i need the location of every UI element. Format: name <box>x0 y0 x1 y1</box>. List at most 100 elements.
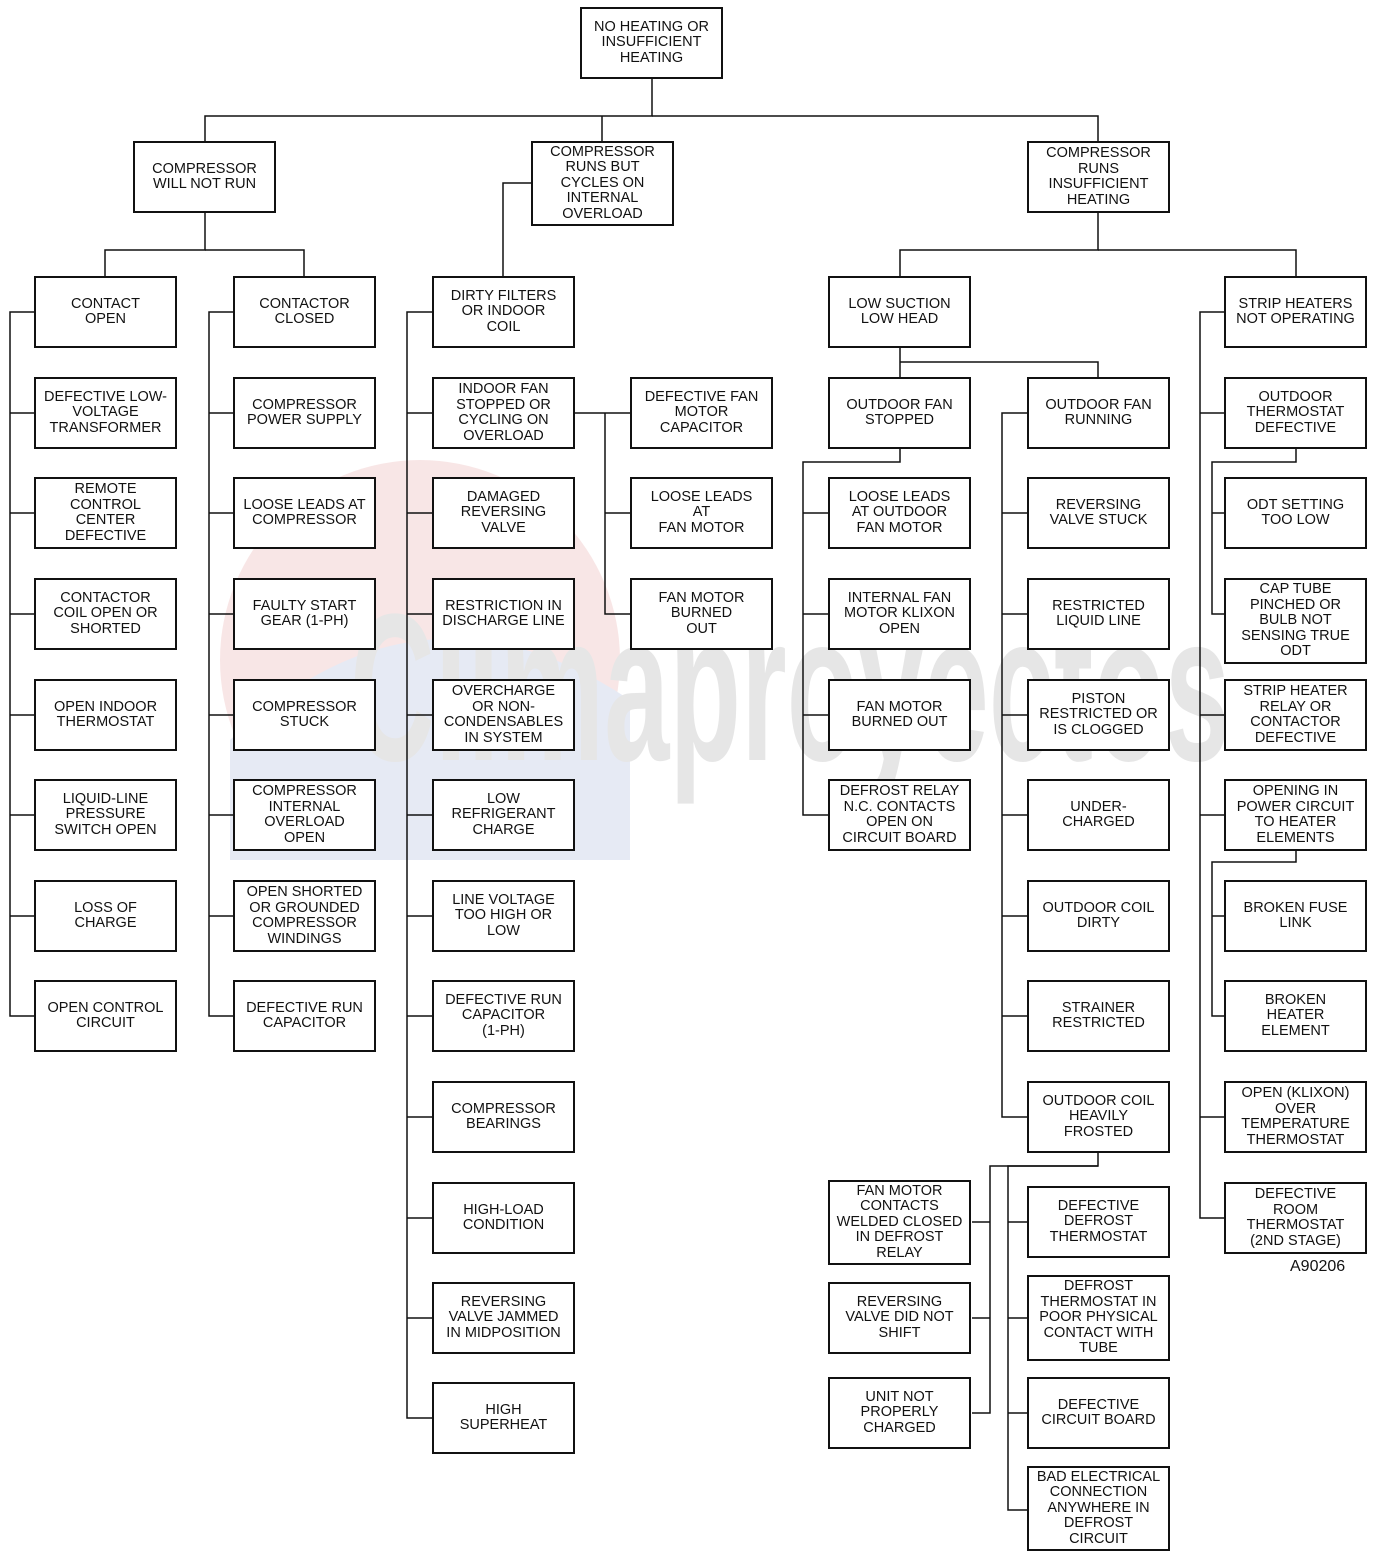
flowchart-box-j3: BAD ELECTRICAL CONNECTION ANYWHERE IN DE… <box>1027 1466 1170 1551</box>
flowchart-box-label: COMPRESSOR WILL NOT RUN <box>152 160 257 192</box>
flowchart-box-label: DEFECTIVE CIRCUIT BOARD <box>1041 1396 1156 1428</box>
flowchart-box-k3: OPENING IN POWER CIRCUIT TO HEATER ELEME… <box>1224 779 1367 851</box>
flowchart-box-label: NO HEATING OR INSUFFICIENT HEATING <box>594 18 709 66</box>
flowchart-box-label: LOOSE LEADS AT FAN MOTOR <box>650 488 753 536</box>
flowchart-box-d4: OVERCHARGE OR NON- CONDENSABLES IN SYSTE… <box>432 679 575 751</box>
flowchart-box-label: LINE VOLTAGE TOO HIGH OR LOW <box>452 891 555 939</box>
flowchart-box-d6: LINE VOLTAGE TOO HIGH OR LOW <box>432 880 575 952</box>
flowchart-box-label: UNIT NOT PROPERLY CHARGED <box>860 1388 939 1436</box>
flowchart-box-label: OVERCHARGE OR NON- CONDENSABLES IN SYSTE… <box>443 683 564 746</box>
flowchart-box-h0: OUTDOOR FAN RUNNING <box>1027 377 1170 449</box>
flowchart-box-label: CONTACTOR COIL OPEN OR SHORTED <box>53 589 158 637</box>
flowchart-box-label: DIRTY FILTERS OR INDOOR COIL <box>450 287 557 335</box>
flowchart-box-h1: REVERSING VALVE STUCK <box>1027 477 1170 549</box>
flowchart-box-h7: OUTDOOR COIL HEAVILY FROSTED <box>1027 1081 1170 1153</box>
flowchart-box-i2: UNIT NOT PROPERLY CHARGED <box>828 1377 971 1449</box>
flowchart-box-root: NO HEATING OR INSUFFICIENT HEATING <box>580 7 723 79</box>
flowchart-box-h4: UNDER- CHARGED <box>1027 779 1170 851</box>
flowchart-box-a2: REMOTE CONTROL CENTER DEFECTIVE <box>34 477 177 549</box>
flowchart-box-label: LIQUID-LINE PRESSURE SWITCH OPEN <box>54 790 157 838</box>
flowchart-box-n1: BROKEN HEATER ELEMENT <box>1224 980 1367 1052</box>
flowchart-box-b2: LOOSE LEADS AT COMPRESSOR <box>233 477 376 549</box>
flowchart-box-label: BROKEN FUSE LINK <box>1243 899 1348 931</box>
flowchart-box-label: OUTDOOR THERMOSTAT DEFECTIVE <box>1246 388 1345 436</box>
flowchart-box-label: OPEN (KLIXON) OVER TEMPERATURE THERMOSTA… <box>1241 1085 1350 1148</box>
flowchart-box-a1: DEFECTIVE LOW- VOLTAGE TRANSFORMER <box>34 377 177 449</box>
flowchart-box-label: COMPRESSOR POWER SUPPLY <box>247 396 362 428</box>
flowchart-box-a3: CONTACTOR COIL OPEN OR SHORTED <box>34 578 177 650</box>
flowchart-box-d1: INDOOR FAN STOPPED OR CYCLING ON OVERLOA… <box>432 377 575 449</box>
flowchart-box-a6: LOSS OF CHARGE <box>34 880 177 952</box>
flowchart-box-label: LOW SUCTION LOW HEAD <box>848 295 951 327</box>
flowchart-box-label: DEFECTIVE LOW- VOLTAGE TRANSFORMER <box>44 388 167 436</box>
flowchart-box-c2: COMPRESSOR RUNS BUT CYCLES ON INTERNAL O… <box>531 141 674 226</box>
flowchart-box-label: DEFECTIVE RUN CAPACITOR <box>246 999 363 1031</box>
flowchart-box-label: ODT SETTING TOO LOW <box>1246 496 1345 528</box>
flowchart-box-label: OPEN INDOOR THERMOSTAT <box>53 698 158 730</box>
flowchart-box-label: COMPRESSOR RUNS BUT CYCLES ON INTERNAL O… <box>550 143 655 222</box>
flowchart-box-label: OUTDOOR FAN RUNNING <box>1045 396 1152 428</box>
flowchart-box-i1: REVERSING VALVE DID NOT SHIFT <box>828 1282 971 1354</box>
flowchart-box-label: DEFECTIVE DEFROST THERMOSTAT <box>1049 1197 1148 1245</box>
flowchart-box-label: LOOSE LEADS AT OUTDOOR FAN MOTOR <box>848 488 951 536</box>
flowchart-box-label: INTERNAL FAN MOTOR KLIXON OPEN <box>844 589 955 637</box>
flowchart-box-e1: LOOSE LEADS AT FAN MOTOR <box>630 477 773 549</box>
flowchart-box-label: BAD ELECTRICAL CONNECTION ANYWHERE IN DE… <box>1036 1468 1161 1547</box>
flowchart-box-d7: DEFECTIVE RUN CAPACITOR (1-PH) <box>432 980 575 1052</box>
flowchart-box-b3: FAULTY START GEAR (1-PH) <box>233 578 376 650</box>
flowchart-box-k4: OPEN (KLIXON) OVER TEMPERATURE THERMOSTA… <box>1224 1081 1367 1153</box>
flowchart-box-label: FAN MOTOR BURNED OUT <box>658 589 745 637</box>
flowchart-box-d0: DIRTY FILTERS OR INDOOR COIL <box>432 276 575 348</box>
flowchart-box-label: LOOSE LEADS AT COMPRESSOR <box>243 496 366 528</box>
flowchart-box-label: COMPRESSOR BEARINGS <box>451 1100 556 1132</box>
flowchart-box-label: RESTRICTION IN DISCHARGE LINE <box>442 597 565 629</box>
flowchart-box-d8: COMPRESSOR BEARINGS <box>432 1081 575 1153</box>
flowchart-box-j0: DEFECTIVE DEFROST THERMOSTAT <box>1027 1186 1170 1258</box>
flowchart-box-label: COMPRESSOR RUNS INSUFFICIENT HEATING <box>1046 145 1151 208</box>
flowchart-box-a7: OPEN CONTROL CIRCUIT <box>34 980 177 1052</box>
flowchart-box-label: PISTON RESTRICTED OR IS CLOGGED <box>1039 690 1158 738</box>
flowchart-box-label: OPENING IN POWER CIRCUIT TO HEATER ELEME… <box>1236 783 1355 846</box>
flowchart-box-h5: OUTDOOR COIL DIRTY <box>1027 880 1170 952</box>
flowchart-box-h3: PISTON RESTRICTED OR IS CLOGGED <box>1027 679 1170 751</box>
flowchart-box-label: DEFECTIVE ROOM THERMOSTAT (2ND STAGE) <box>1246 1186 1345 1249</box>
flowchart-box-h2: RESTRICTED LIQUID LINE <box>1027 578 1170 650</box>
flowchart-box-a0: CONTACT OPEN <box>34 276 177 348</box>
flowchart-box-label: REVERSING VALVE DID NOT SHIFT <box>845 1293 954 1341</box>
flowchart-box-d3: RESTRICTION IN DISCHARGE LINE <box>432 578 575 650</box>
flowchart-box-label: OUTDOOR COIL DIRTY <box>1042 899 1155 931</box>
flowchart-box-a5: LIQUID-LINE PRESSURE SWITCH OPEN <box>34 779 177 851</box>
flowchart-box-d9: HIGH-LOAD CONDITION <box>432 1182 575 1254</box>
flowchart-box-label: DEFROST THERMOSTAT IN POOR PHYSICAL CONT… <box>1039 1278 1158 1357</box>
flowchart-box-label: DAMAGED REVERSING VALVE <box>460 488 547 536</box>
flowchart-box-label: OUTDOOR COIL HEAVILY FROSTED <box>1042 1092 1155 1140</box>
flowchart-box-e2: FAN MOTOR BURNED OUT <box>630 578 773 650</box>
flowchart-box-label: FAN MOTOR BURNED OUT <box>851 698 948 730</box>
flowchart-box-label: DEFECTIVE RUN CAPACITOR (1-PH) <box>445 991 562 1039</box>
flowchart-box-g1: LOOSE LEADS AT OUTDOOR FAN MOTOR <box>828 477 971 549</box>
flowchart-box-j2: DEFECTIVE CIRCUIT BOARD <box>1027 1377 1170 1449</box>
flowchart-box-label: BROKEN HEATER ELEMENT <box>1261 991 1330 1039</box>
flowchart-box-j1: DEFROST THERMOSTAT IN POOR PHYSICAL CONT… <box>1027 1275 1170 1361</box>
flowchart-box-d5: LOW REFRIGERANT CHARGE <box>432 779 575 851</box>
flowchart-box-b5: COMPRESSOR INTERNAL OVERLOAD OPEN <box>233 779 376 851</box>
flowchart-box-g4: DEFROST RELAY N.C. CONTACTS OPEN ON CIRC… <box>828 779 971 851</box>
flowchart-box-b0: CONTACTOR CLOSED <box>233 276 376 348</box>
flowchart-box-label: OPEN SHORTED OR GROUNDED COMPRESSOR WIND… <box>246 884 363 947</box>
flowchart-box-e0: DEFECTIVE FAN MOTOR CAPACITOR <box>630 377 773 449</box>
flowchart-box-label: HIGH SUPERHEAT <box>459 1401 548 1433</box>
flowchart-box-d10: REVERSING VALVE JAMMED IN MIDPOSITION <box>432 1282 575 1354</box>
flowchart-box-label: CONTACTOR CLOSED <box>259 295 350 327</box>
flowchart-box-m0: ODT SETTING TOO LOW <box>1224 477 1367 549</box>
flowchart-box-label: DEFECTIVE FAN MOTOR CAPACITOR <box>644 388 759 436</box>
flowchart-box-label: RESTRICTED LIQUID LINE <box>1052 597 1145 629</box>
flowchart-box-label: OPEN CONTROL CIRCUIT <box>47 999 164 1031</box>
flowchart-box-k0: STRIP HEATERS NOT OPERATING <box>1224 276 1367 348</box>
flowchart-box-k5: DEFECTIVE ROOM THERMOSTAT (2ND STAGE) <box>1224 1182 1367 1254</box>
flowchart-box-label: COMPRESSOR STUCK <box>252 698 357 730</box>
flowchart-box-label: FAN MOTOR CONTACTS WELDED CLOSED IN DEFR… <box>836 1182 963 1261</box>
figure-code: A90206 <box>1290 1258 1346 1275</box>
flowchart-box-g3: FAN MOTOR BURNED OUT <box>828 679 971 751</box>
flowchart-box-i0: FAN MOTOR CONTACTS WELDED CLOSED IN DEFR… <box>828 1180 971 1265</box>
flowchart-box-label: LOW REFRIGERANT CHARGE <box>451 790 556 838</box>
